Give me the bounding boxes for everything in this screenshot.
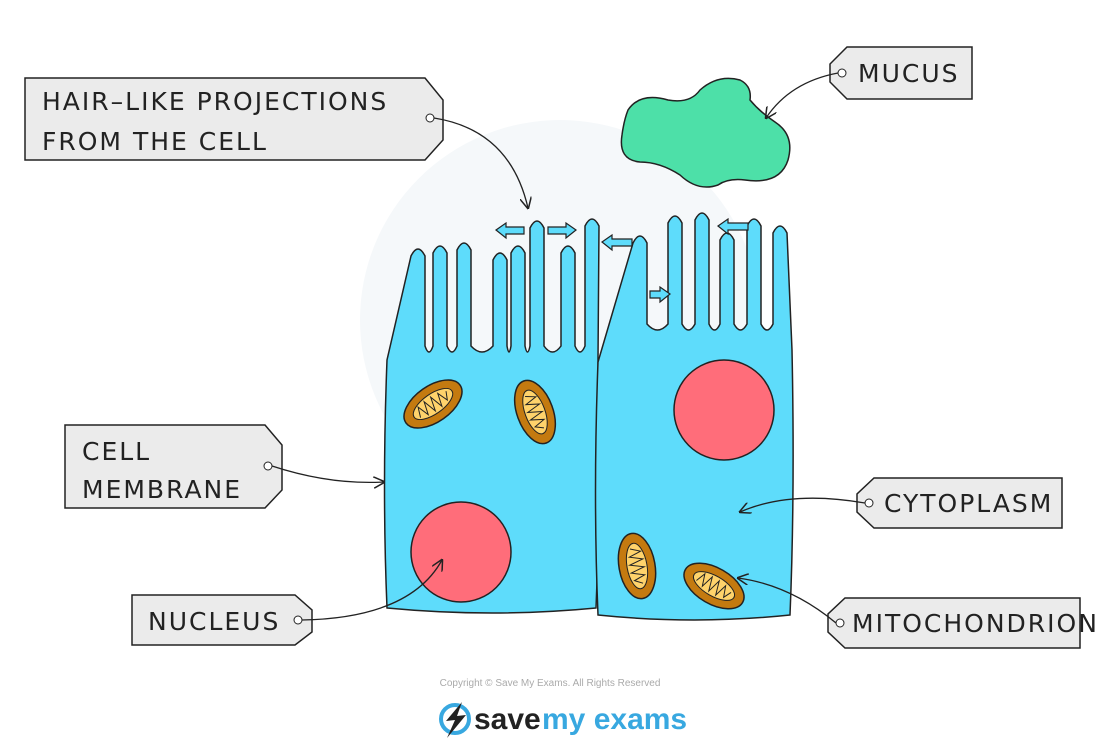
logo-text-myexams: my exams xyxy=(542,703,687,736)
save-my-exams-logo: save my exams xyxy=(439,702,687,738)
logo-text-save: save xyxy=(474,703,541,736)
label-mitochondrion: MITOCHONDRION xyxy=(738,578,1099,649)
arrow-left-icon xyxy=(600,233,633,252)
mitochondrion xyxy=(683,562,745,610)
mitochondrion xyxy=(403,379,463,429)
label-cytoplasm: CYTOPLASM xyxy=(740,477,1063,529)
arrow-left-icon xyxy=(494,221,525,240)
label-cell-membrane: CELL MEMBRANE xyxy=(64,424,384,509)
arrow-right-icon xyxy=(649,285,672,304)
cilia-beat-arrows xyxy=(494,217,749,304)
label-mucus: MUCUS xyxy=(766,46,973,118)
nucleus-left xyxy=(410,501,512,603)
nucleus-right xyxy=(673,359,775,461)
mitochondrion xyxy=(617,532,657,600)
label-text: NUCLEUS xyxy=(148,607,280,636)
mitochondrion xyxy=(513,379,557,445)
mucus-blob xyxy=(620,77,791,188)
label-text: CELL xyxy=(82,437,151,466)
arrow-left-icon xyxy=(716,217,749,236)
label-text: CYTOPLASM xyxy=(884,489,1053,518)
label-text: MUCUS xyxy=(858,59,960,88)
label-text: HAIR–LIKE PROJECTIONS xyxy=(42,87,388,116)
label-text: MEMBRANE xyxy=(82,475,242,504)
arrow-right-icon xyxy=(547,221,578,240)
label-text: FROM THE CELL xyxy=(42,127,268,156)
lightning-bolt-icon xyxy=(439,703,471,735)
label-nucleus: NUCLEUS xyxy=(131,560,442,646)
label-text: MITOCHONDRION xyxy=(852,609,1099,638)
label-hair-like-projections: HAIR–LIKE PROJECTIONS FROM THE CELL xyxy=(24,77,528,208)
copyright-text: Copyright © Save My Exams. All Rights Re… xyxy=(440,678,661,689)
